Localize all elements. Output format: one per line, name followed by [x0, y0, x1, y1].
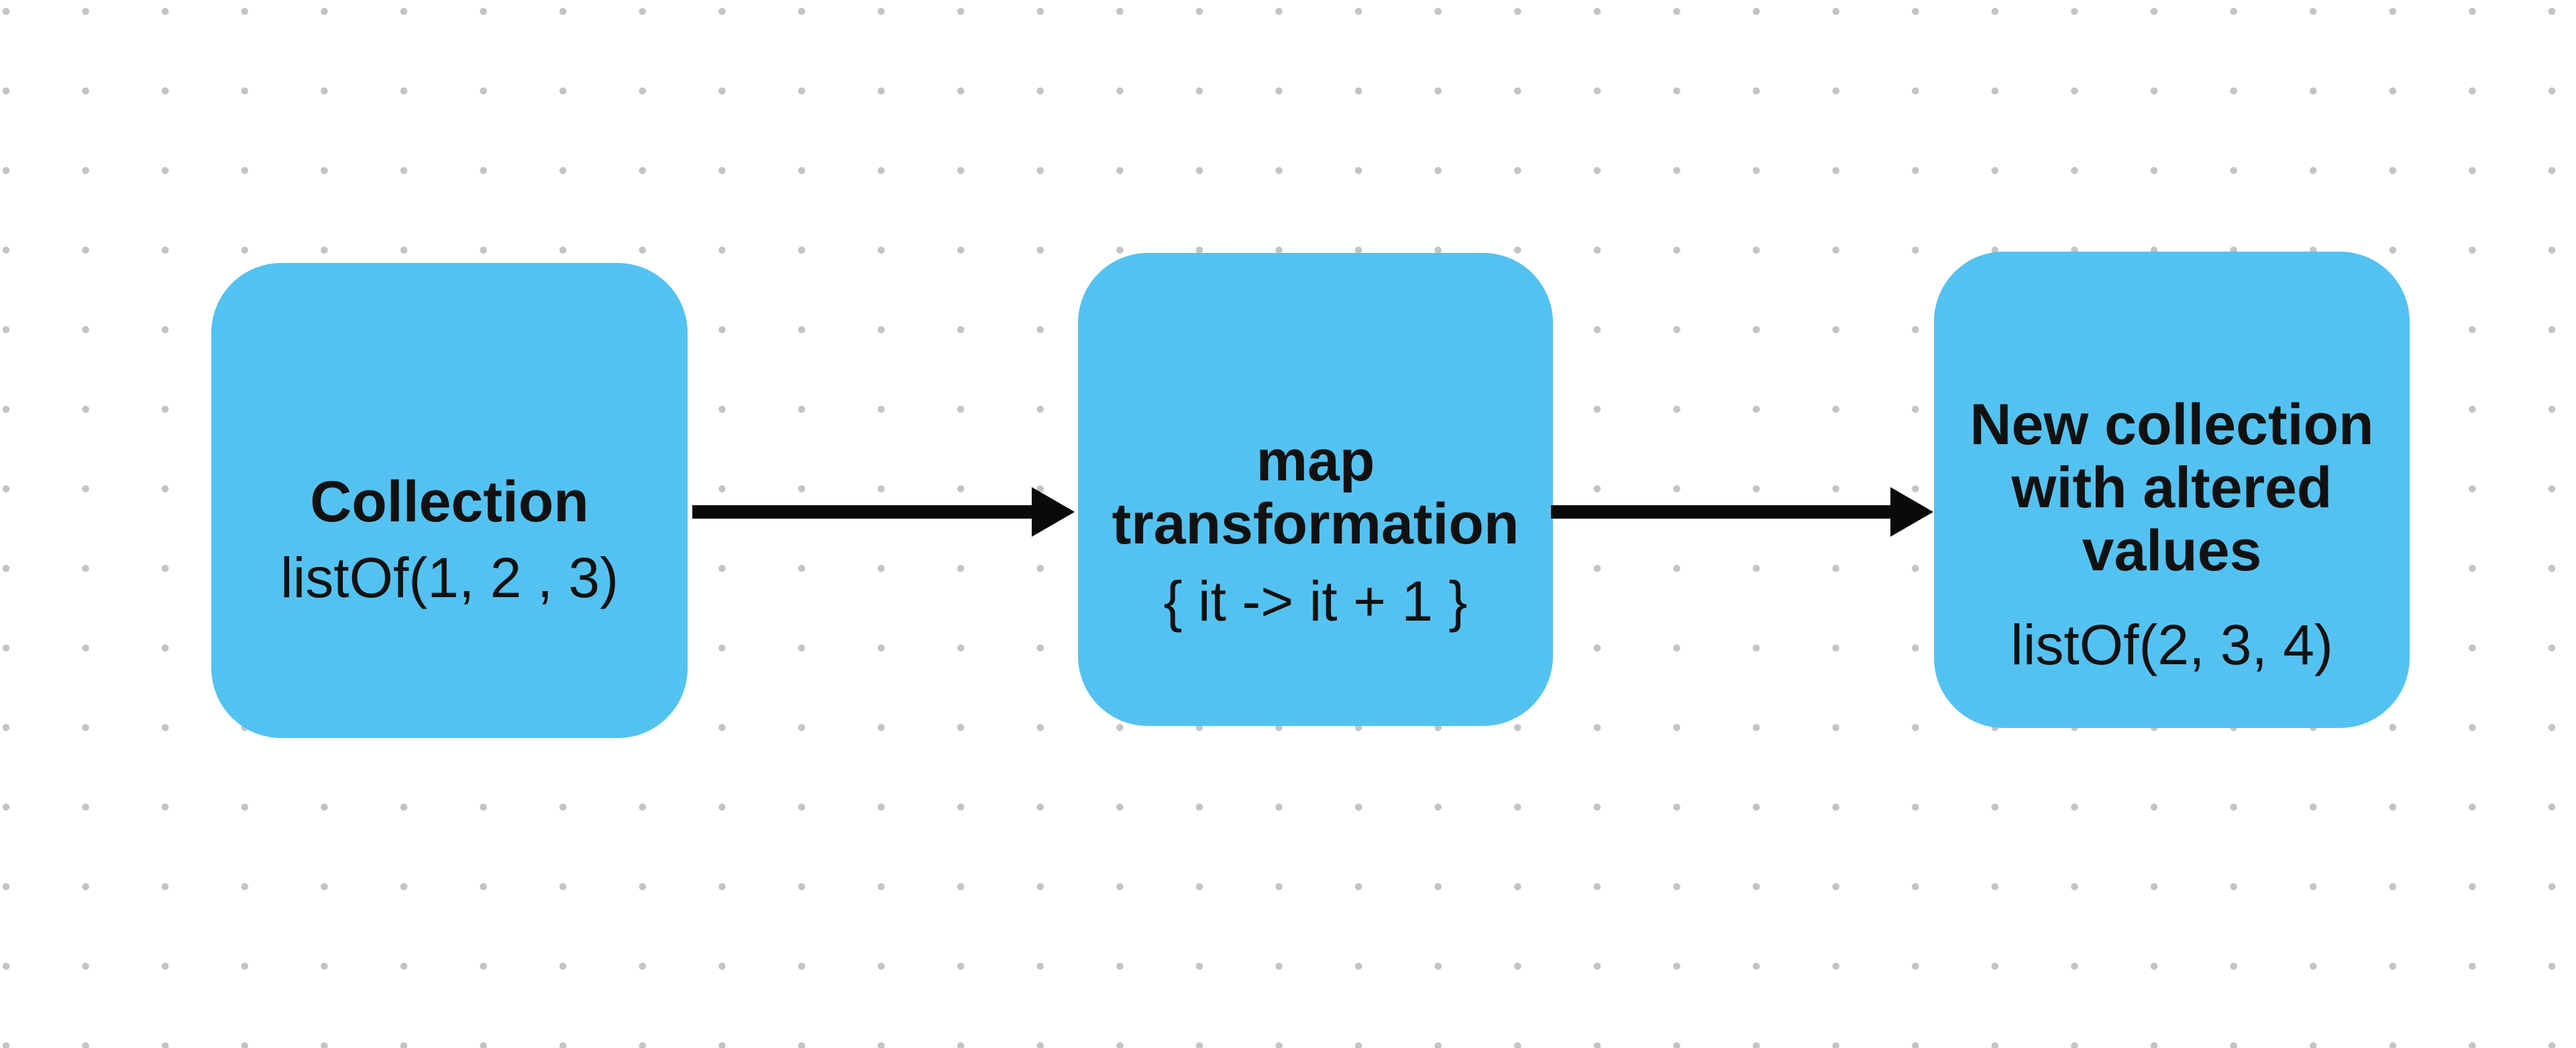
node-collection-subtitle: listOf(1, 2 , 3) [280, 546, 619, 609]
node-title-line: values [2082, 519, 2262, 583]
node-new-collection-title: New collection with altered values [1970, 393, 2373, 582]
node-map-transformation-subtitle: { it -> it + 1 } [1163, 570, 1468, 633]
node-collection-title: Collection [310, 470, 589, 533]
node-map-transformation: map transformation { it -> it + 1 } [1078, 253, 1553, 726]
node-title-line: with altered [2011, 456, 2332, 520]
arrow-right-icon [692, 487, 1075, 537]
node-new-collection-subtitle: listOf(2, 3, 4) [2010, 613, 2333, 676]
node-map-transformation-title: map transformation [1112, 429, 1519, 556]
arrow-right-icon [1551, 487, 1933, 537]
node-title-line: transformation [1112, 492, 1519, 556]
node-title-line: Collection [310, 470, 589, 534]
node-title-line: New collection [1970, 392, 2374, 457]
node-collection: Collection listOf(1, 2 , 3) [211, 263, 688, 738]
node-new-collection: New collection with altered values listO… [1934, 252, 2410, 728]
node-title-line: map [1256, 429, 1375, 493]
